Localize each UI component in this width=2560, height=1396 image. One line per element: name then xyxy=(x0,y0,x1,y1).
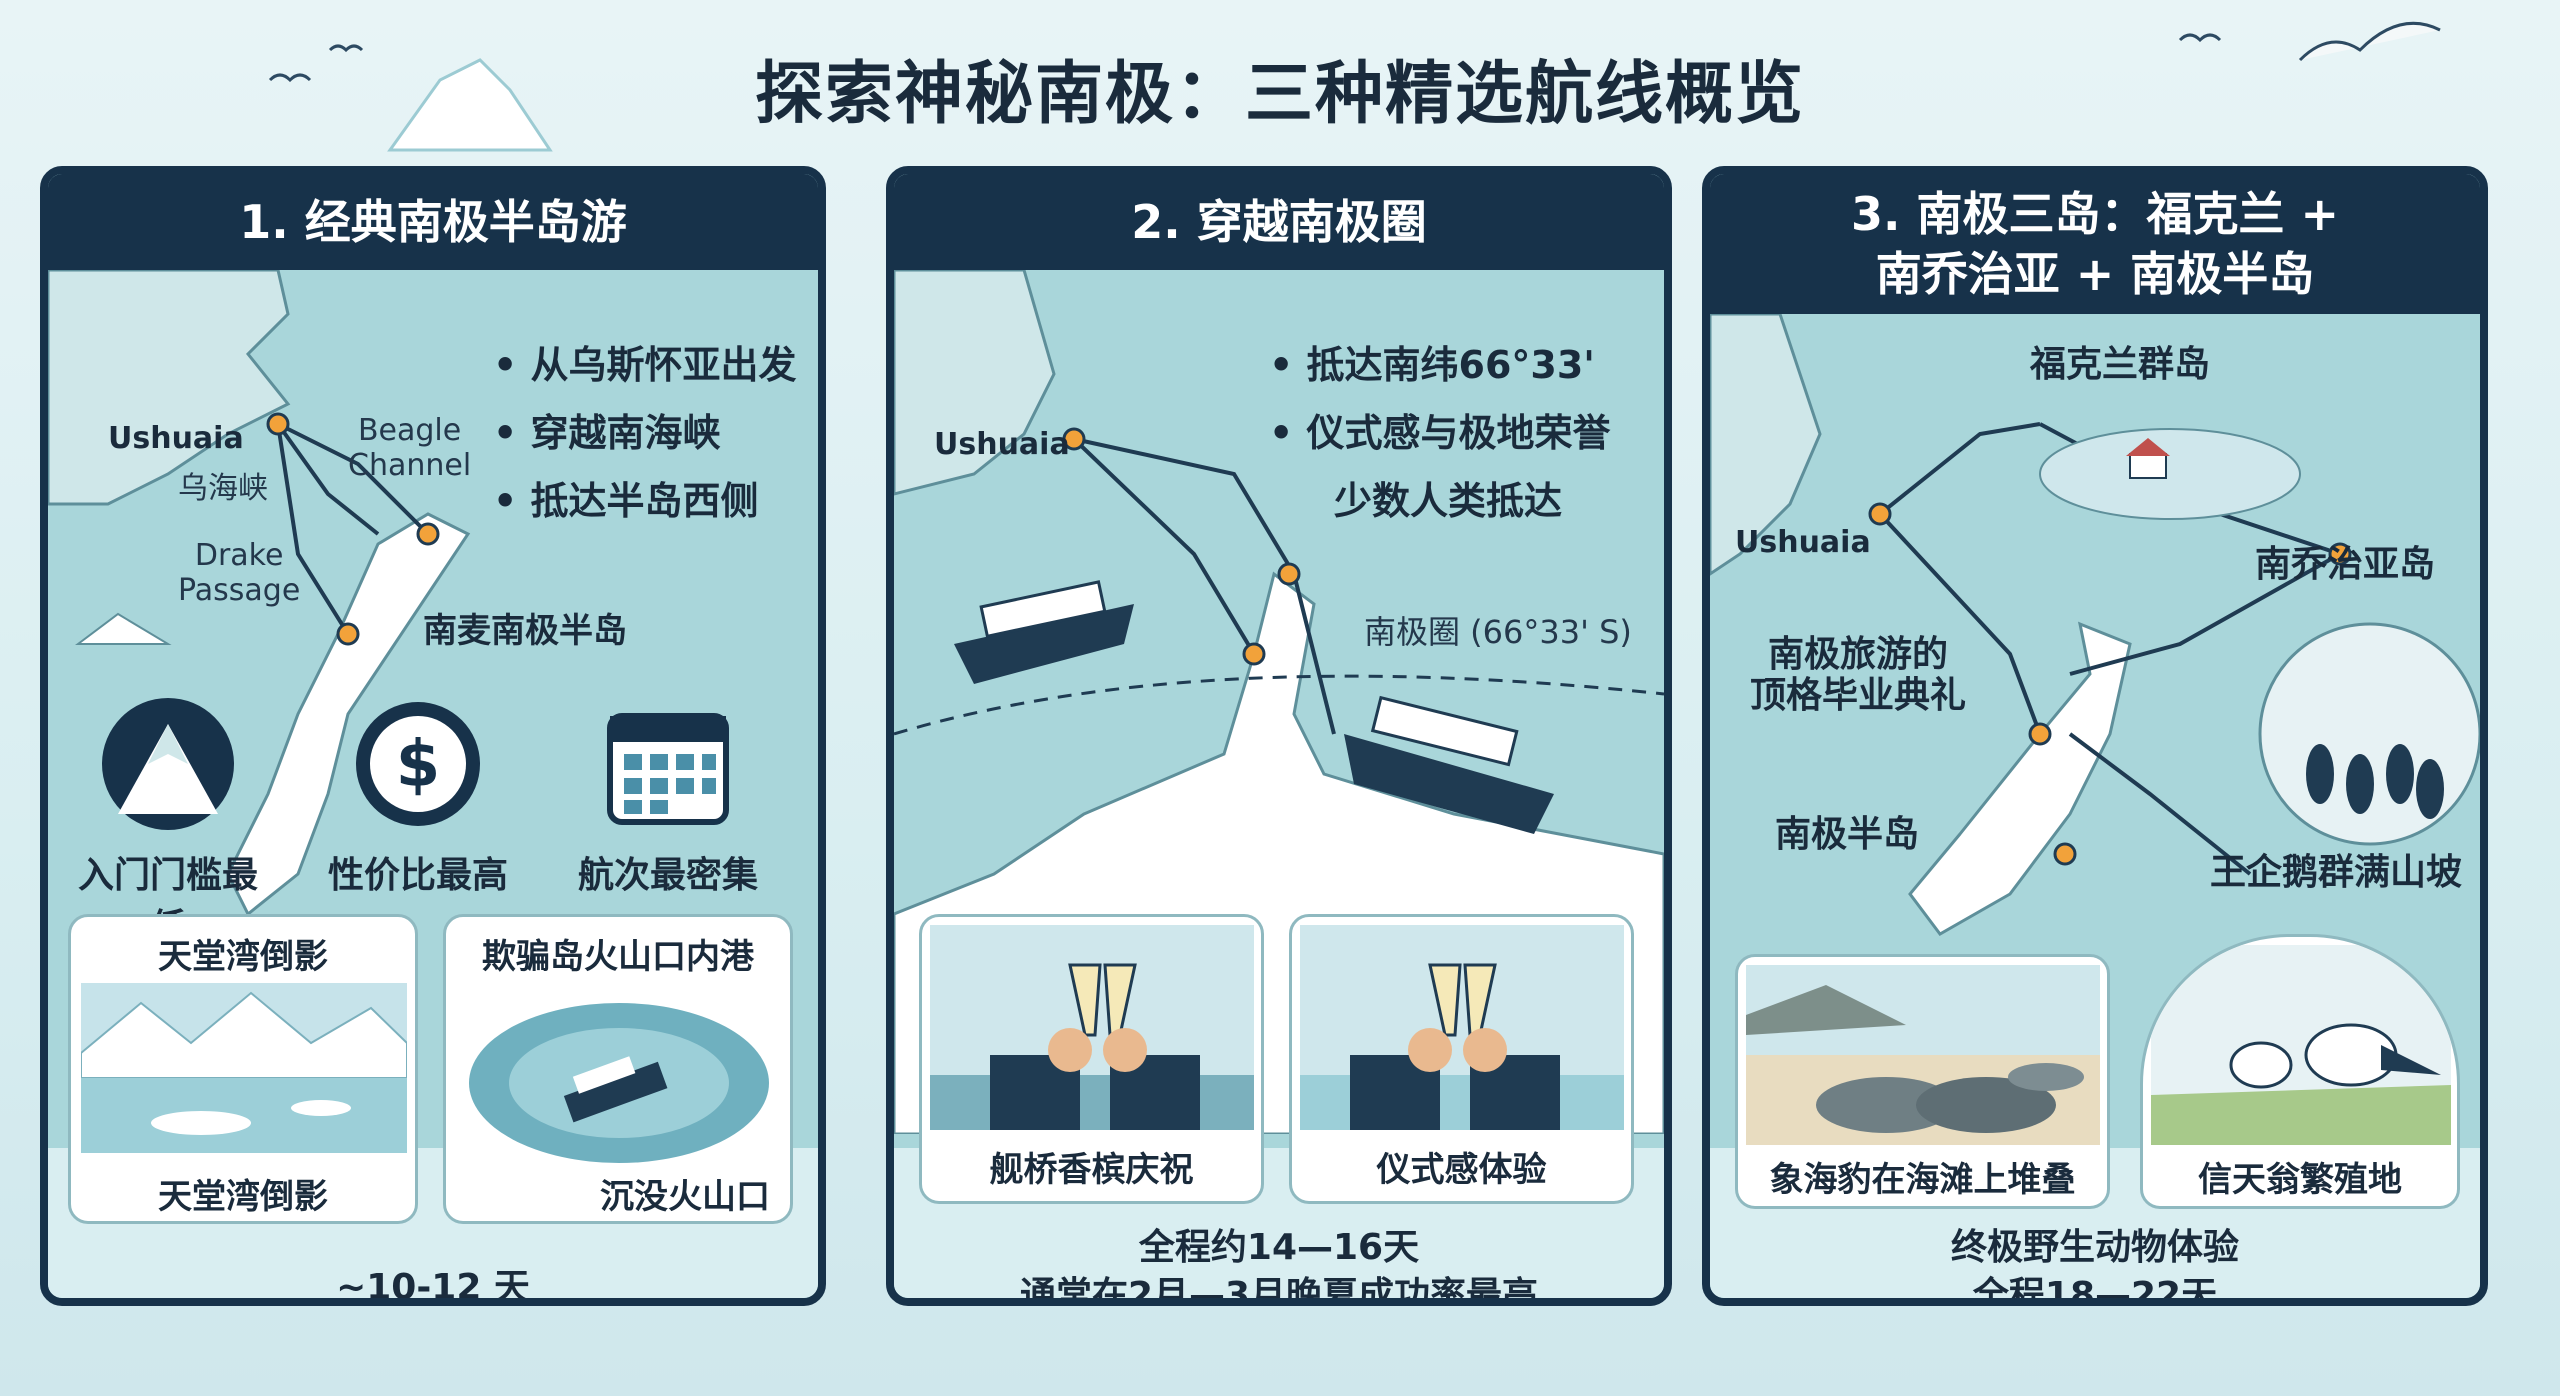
panel-duration: 全程18—22天 xyxy=(1972,1275,2218,1306)
photo-card-ceremony: 仪式感体验 xyxy=(1289,914,1634,1204)
photo-card-albatross: 信天翁繁殖地 xyxy=(2140,934,2460,1209)
decor-background xyxy=(268,21,2441,152)
card-caption: 沉没火山口 xyxy=(600,1177,770,1217)
panel-header-line: 3. 南极三岛：福克兰 + xyxy=(1850,187,2340,241)
bullet-item: • 穿越南海峡 xyxy=(493,411,721,455)
panel-header: 2. 穿越南极圈 xyxy=(894,174,1664,270)
map-label-ushuaia: Ushuaia xyxy=(934,427,1070,462)
bullet-item: • 从乌斯怀亚出发 xyxy=(493,343,797,387)
map-label-beagle: Beagle Channel xyxy=(348,413,472,483)
card-caption: 信天翁繁殖地 xyxy=(2198,1160,2402,1200)
feature-value: $ 性价比最高 xyxy=(318,694,518,898)
photo-card-champagne: 舰桥香槟庆祝 xyxy=(919,914,1264,1204)
photo-card-paradise: 天堂湾倒影 天堂湾倒影 xyxy=(68,914,418,1224)
card-caption: 象海豹在海滩上堆叠 xyxy=(1769,1160,2076,1200)
bullet-item: • 抵达南纬66°33' xyxy=(1269,343,1595,387)
penguin-icon xyxy=(2306,744,2444,819)
map-label-penguins: 王企鹅群满山坡 xyxy=(2210,852,2463,893)
bullet-item: • 仪式感与极地荣誉 xyxy=(1269,411,1611,455)
map-label-peninsula: 南极半岛 xyxy=(1775,814,1920,855)
panel-duration: 全程约14—16天 xyxy=(1138,1227,1420,1268)
ship-icon xyxy=(1344,695,1554,834)
card-caption: 舰桥香槟庆祝 xyxy=(989,1150,1194,1190)
route-panel-classic: 1. 经典南极半岛游 • 从乌斯怀亚出发 • 穿越南海峡 • 抵达半岛西侧 Us… xyxy=(40,166,826,1306)
albatross-illustration xyxy=(2151,945,2451,1145)
ceremony-toast-illustration xyxy=(1300,925,1624,1130)
mountain-icon xyxy=(102,698,234,830)
card-title: 欺骗岛火山口内港 xyxy=(482,937,754,977)
feature-entry: 入门门槛最低 xyxy=(68,694,268,950)
photo-card-elephant-seals: 象海豹在海滩上堆叠 xyxy=(1735,954,2110,1209)
map-label-drake: Drake Passage xyxy=(178,538,301,608)
village-illustration xyxy=(2039,428,2301,520)
page-title: 探索神秘南极：三种精选航线概览 xyxy=(754,55,1805,134)
svg-text:$: $ xyxy=(396,728,441,802)
map-label-falklands: 福克兰群岛 xyxy=(2030,344,2211,385)
route-panel-circle: 2. 穿越南极圈 • 抵达南纬66°33' • 仪式感与极地荣誉 少数人类抵达 … xyxy=(886,166,1672,1306)
map-label-ushuaia: Ushuaia xyxy=(1735,525,1871,560)
seal-illustration xyxy=(1746,965,2100,1145)
panel-highlight: 终极野生动物体验 xyxy=(1950,1227,2239,1268)
map-label-strait: 乌海峡 xyxy=(178,471,268,506)
ship-icon xyxy=(954,580,1134,684)
card-caption: 天堂湾倒影 xyxy=(158,1177,328,1217)
panel-duration: ~10-12 天 xyxy=(336,1267,530,1306)
feature-label: 性价比最高 xyxy=(327,855,508,896)
caldera-illustration xyxy=(456,983,782,1163)
map-label-ushuaia: Ushuaia xyxy=(108,421,244,456)
panel-header-line: 南乔治亚 + 南极半岛 xyxy=(1875,247,2315,301)
photo-card-deception: 欺骗岛火山口内港 沉没火山口 xyxy=(443,914,793,1224)
map-label-graduation: 南极旅游的 顶格毕业典礼 xyxy=(1750,634,1967,717)
champagne-toast-illustration xyxy=(930,925,1254,1130)
dollar-icon: $ xyxy=(356,702,480,826)
panel-header: 3. 南极三岛：福克兰 + 南乔治亚 + 南极半岛 xyxy=(1710,174,2480,314)
panel-season-note: 通常在2月—3月晚夏成功率最高 xyxy=(1019,1275,1539,1306)
card-caption: 仪式感体验 xyxy=(1376,1150,1547,1190)
bullet-item: 少数人类抵达 xyxy=(1334,479,1563,523)
map-label-antarctic-circle: 南极圈 (66°33' S) xyxy=(1364,613,1632,651)
map-label-peninsula: 南麦南极半岛 xyxy=(423,611,627,651)
panel-header: 1. 经典南极半岛游 xyxy=(48,174,818,270)
calendar-icon xyxy=(607,713,729,825)
route-panel-three-islands: 3. 南极三岛：福克兰 + 南乔治亚 + 南极半岛 福克兰群岛 Ushuaia … xyxy=(1702,166,2488,1306)
bullet-item: • 抵达半岛西侧 xyxy=(493,479,759,523)
glacier-illustration xyxy=(81,983,407,1153)
card-title: 天堂湾倒影 xyxy=(158,937,328,977)
feature-label: 航次最密集 xyxy=(577,855,758,896)
feature-frequency: 航次最密集 xyxy=(568,694,768,898)
map-label-south-georgia: 南乔治亚岛 xyxy=(2255,544,2436,585)
